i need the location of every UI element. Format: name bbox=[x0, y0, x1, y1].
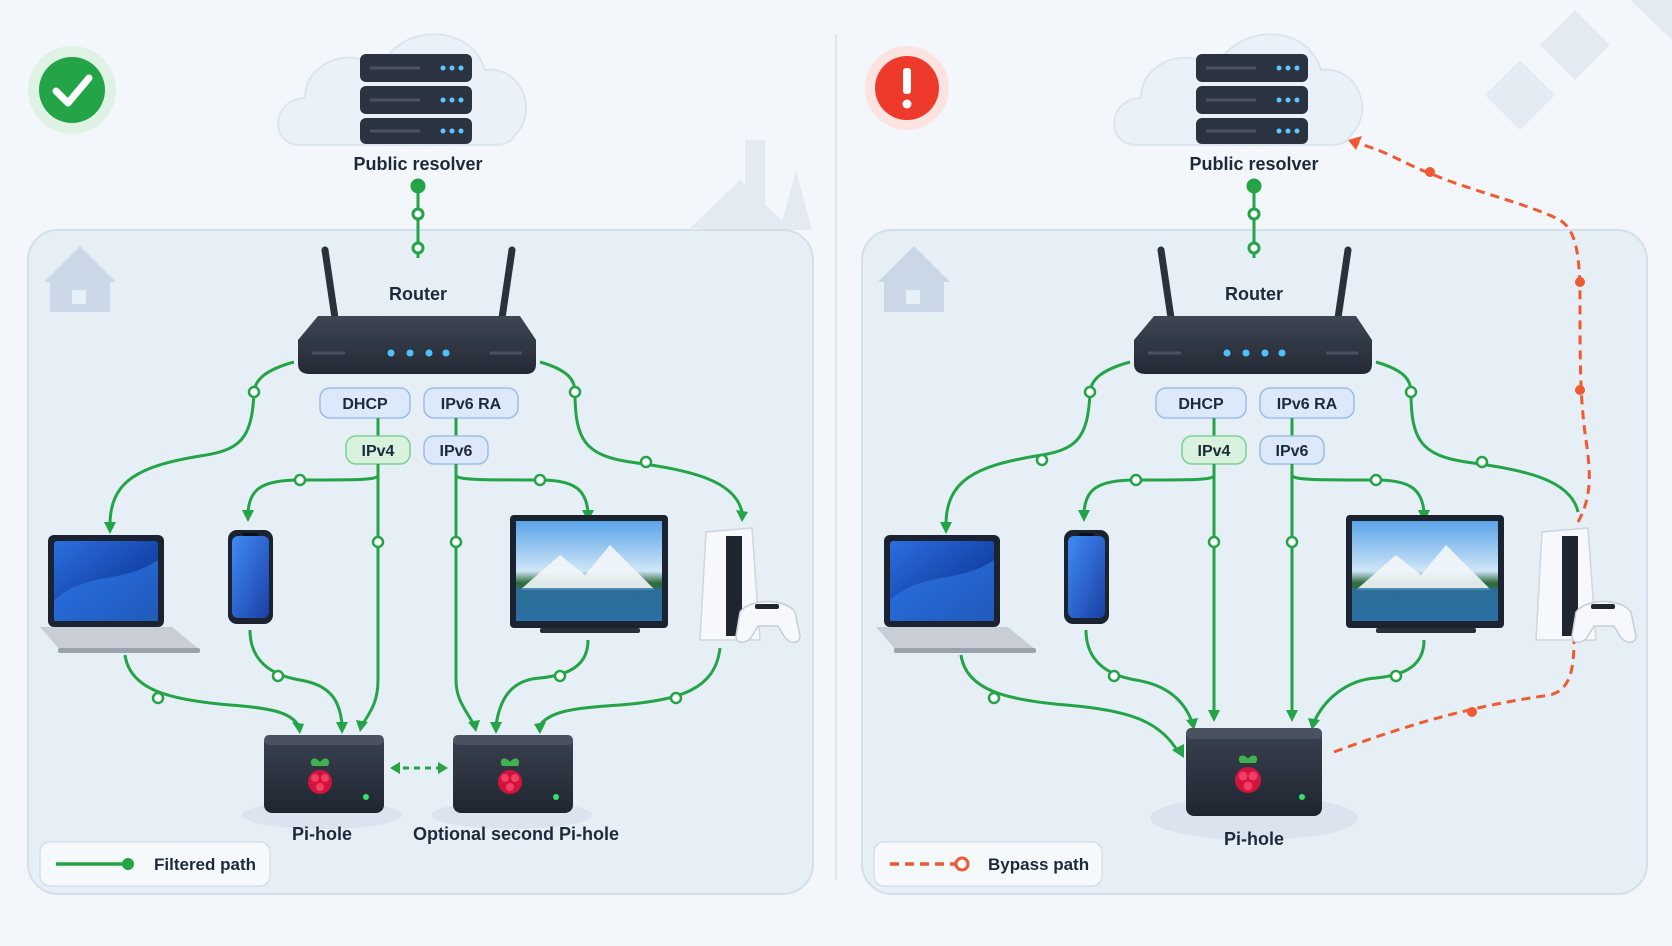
bypass-nodes bbox=[1348, 136, 1585, 717]
raspberry-icon bbox=[308, 758, 332, 794]
router-label: Router bbox=[389, 284, 447, 304]
cloud-label: Public resolver bbox=[353, 154, 482, 174]
alert-icon bbox=[865, 46, 949, 130]
svg-text:IPv6: IPv6 bbox=[440, 443, 473, 460]
pihole-label: Pi-hole bbox=[292, 824, 352, 844]
resolver-link-right bbox=[1246, 178, 1262, 258]
bypass-path bbox=[1333, 140, 1591, 754]
server-icon bbox=[360, 54, 472, 144]
ipv4-chip: IPv4 bbox=[345, 435, 411, 465]
console-icon bbox=[699, 527, 801, 644]
legend-filtered: Filtered path bbox=[39, 841, 271, 887]
right-panel: Public resolver Router DHCP IPv6 RA bbox=[861, 33, 1648, 895]
dhcp-chip-right: DHCP bbox=[1155, 387, 1247, 419]
house-icon-right bbox=[878, 246, 950, 312]
raspberry-icon-2 bbox=[498, 758, 522, 794]
svg-text:IPv4: IPv4 bbox=[362, 443, 395, 460]
ipv6ra-chip: IPv6 RA bbox=[423, 387, 519, 419]
svg-text:DHCP: DHCP bbox=[1178, 396, 1224, 413]
svg-text:IPv6: IPv6 bbox=[1276, 443, 1309, 460]
ipv6-chip-right: IPv6 bbox=[1259, 435, 1325, 465]
router-icon-right bbox=[1134, 246, 1372, 374]
ipv4-chip-right: IPv4 bbox=[1181, 435, 1247, 465]
ipv6-chip: IPv6 bbox=[423, 435, 489, 465]
router-label-right: Router bbox=[1225, 284, 1283, 304]
laptop-icon-right bbox=[876, 535, 1036, 653]
tv-icon-right bbox=[1346, 515, 1504, 633]
svg-text:IPv6 RA: IPv6 RA bbox=[1277, 396, 1338, 413]
phone-icon bbox=[228, 530, 273, 624]
bg-diamond-icon bbox=[1485, 0, 1672, 130]
pihole-label-right: Pi-hole bbox=[1224, 829, 1284, 849]
ipv6ra-chip-right: IPv6 RA bbox=[1259, 387, 1355, 419]
svg-text:Bypass path: Bypass path bbox=[988, 855, 1089, 874]
dhcp-chip: DHCP bbox=[319, 387, 411, 419]
svg-text:IPv4: IPv4 bbox=[1198, 443, 1231, 460]
svg-text:DHCP: DHCP bbox=[342, 396, 388, 413]
home-area-left bbox=[27, 229, 814, 895]
pihole2-label: Optional second Pi-hole bbox=[413, 824, 619, 844]
phone-icon-right bbox=[1064, 530, 1109, 624]
tv-icon bbox=[510, 515, 668, 633]
cloud-label-right: Public resolver bbox=[1189, 154, 1318, 174]
legend-bypass: Bypass path bbox=[873, 841, 1103, 887]
link-nodes-left bbox=[151, 385, 683, 705]
svg-text:IPv6 RA: IPv6 RA bbox=[441, 396, 502, 413]
svg-text:Filtered path: Filtered path bbox=[154, 855, 256, 874]
server-icon-right bbox=[1196, 54, 1308, 144]
raspberry-icon-right bbox=[1235, 755, 1261, 793]
house-icon bbox=[44, 246, 116, 312]
resolver-link bbox=[410, 178, 426, 258]
link-nodes-right bbox=[987, 385, 1489, 705]
router-icon bbox=[298, 246, 536, 374]
left-panel: Public resolver Router DHCP bbox=[27, 33, 814, 895]
check-icon bbox=[28, 46, 116, 134]
laptop-icon bbox=[40, 535, 200, 653]
console-icon-right bbox=[1535, 527, 1637, 644]
